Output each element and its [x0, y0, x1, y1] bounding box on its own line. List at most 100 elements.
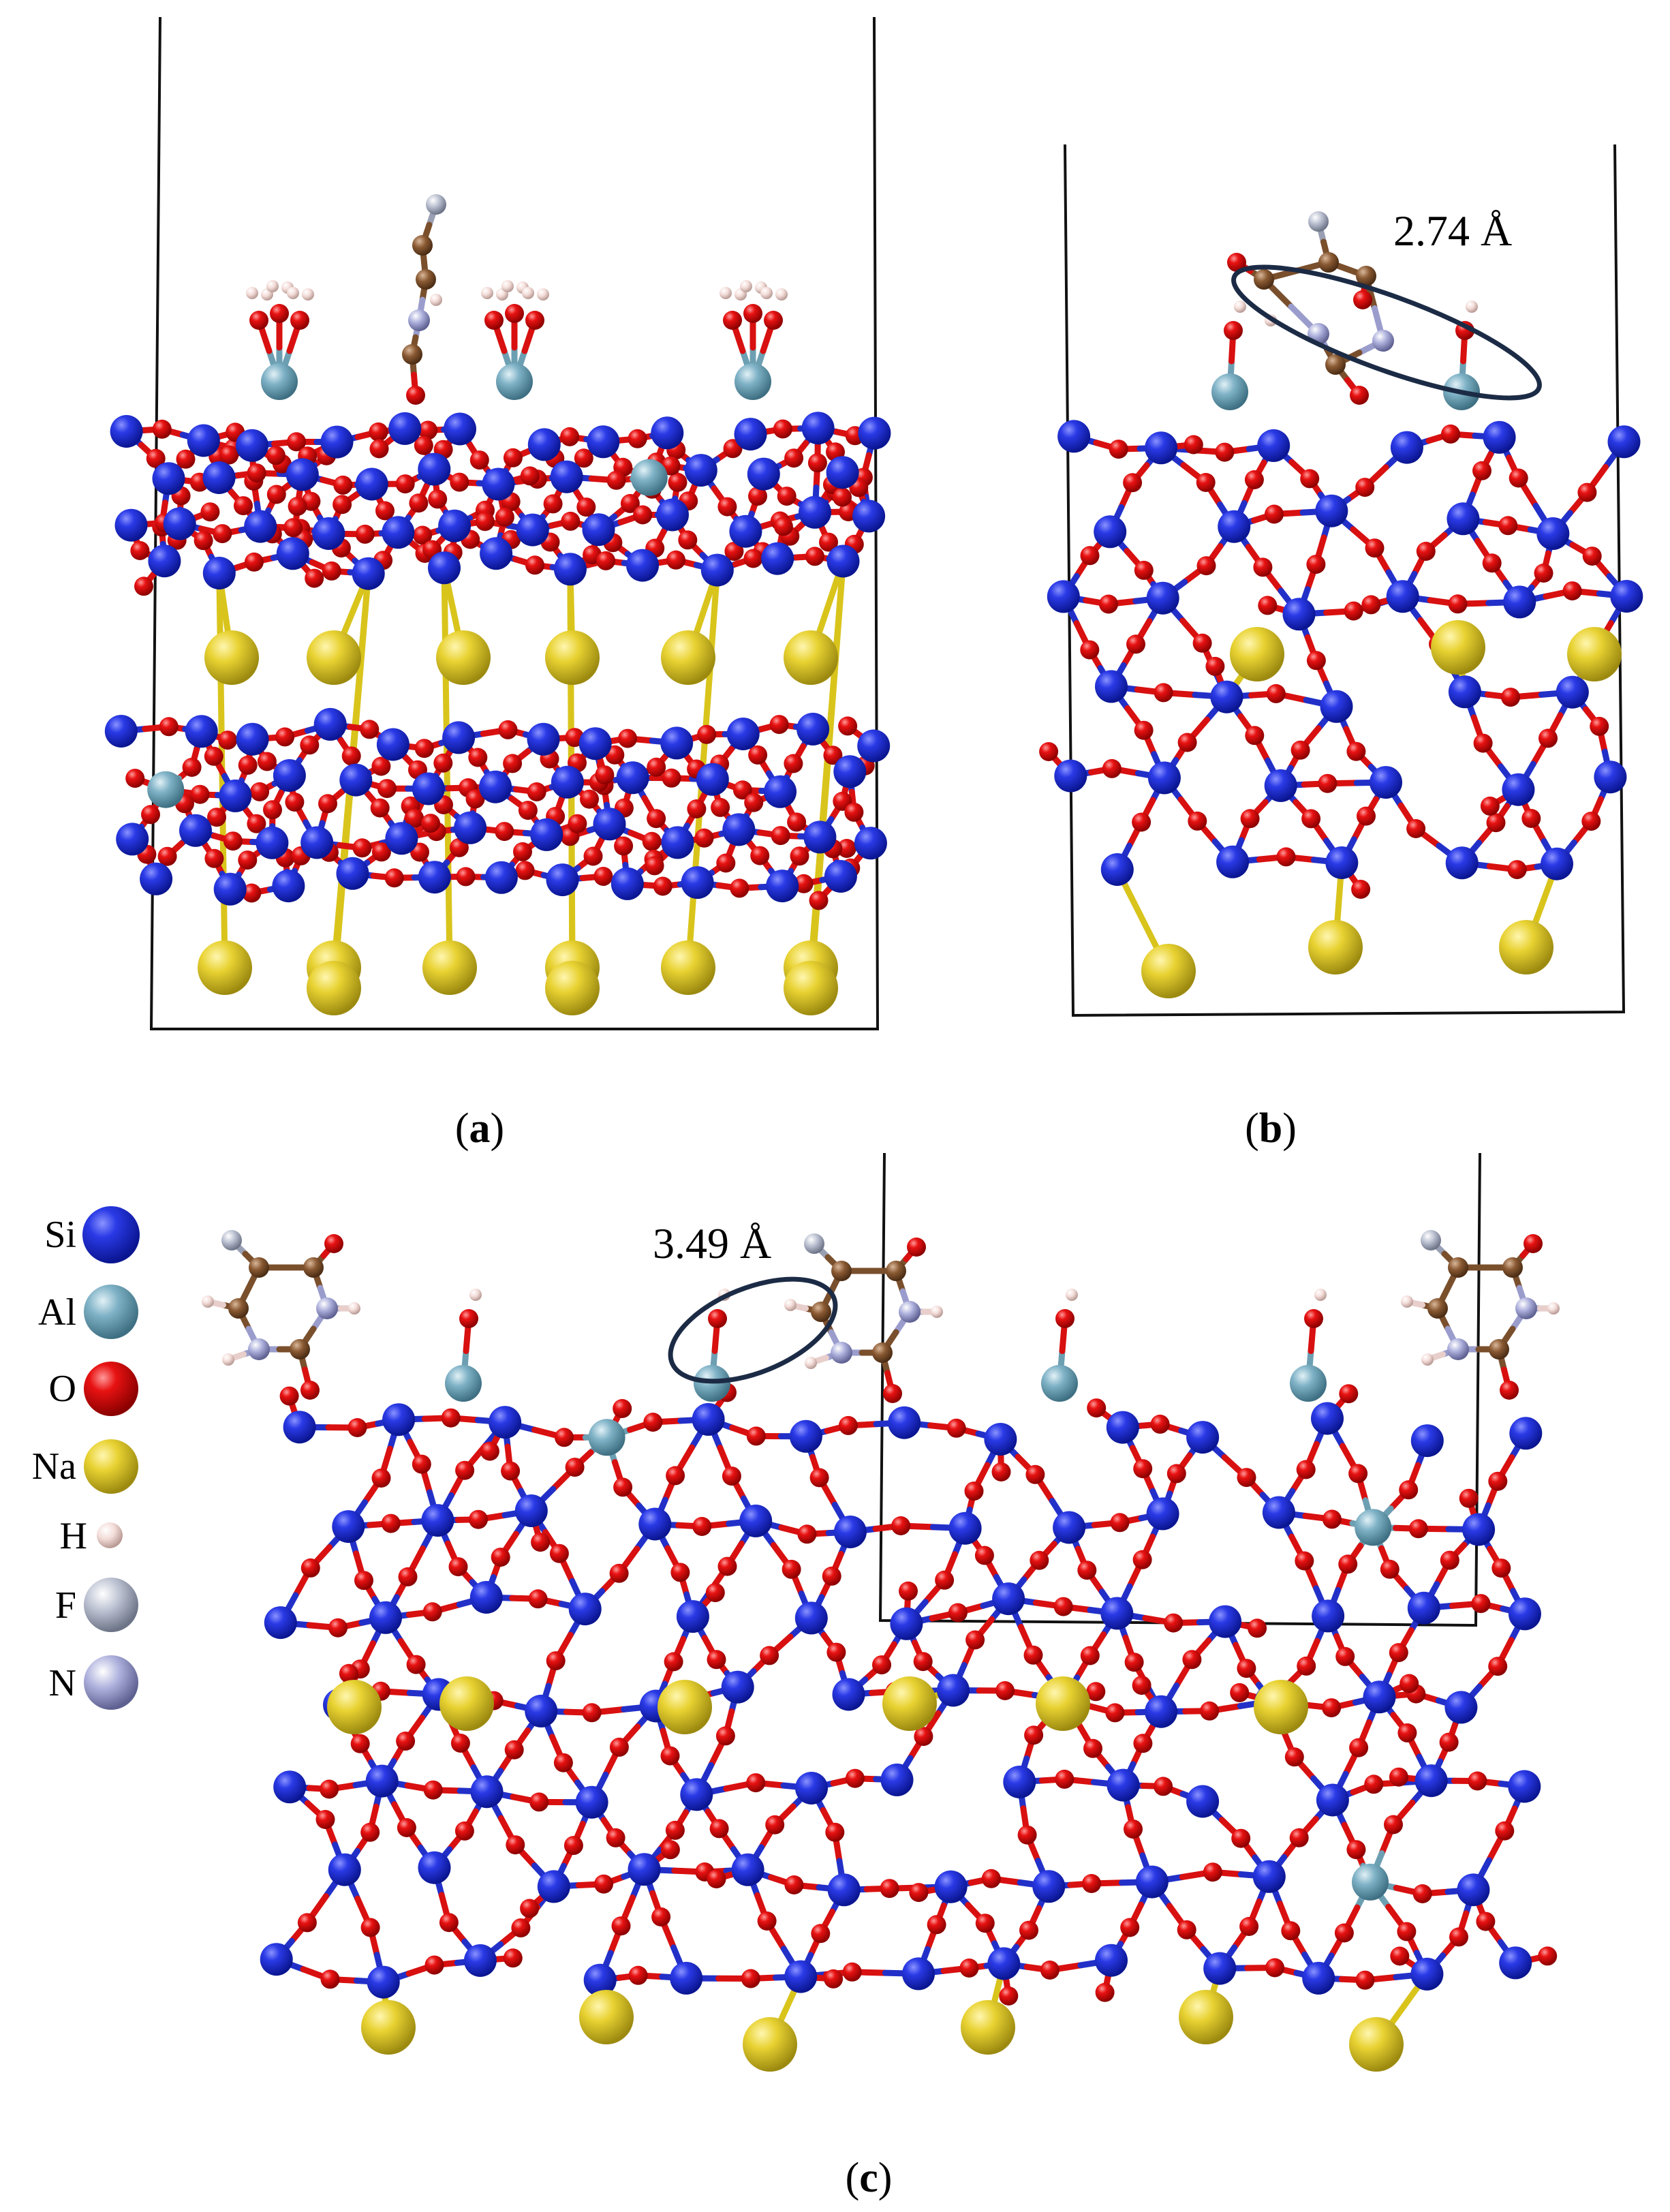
o-atom: [645, 856, 664, 876]
o-atom: [995, 1681, 1015, 1700]
o-atom: [974, 1546, 994, 1565]
h-atom: [784, 1299, 797, 1311]
si-atom: [857, 729, 891, 763]
o-atom: [909, 1883, 929, 1903]
o-atom: [360, 1918, 380, 1937]
h-atom-icon: [97, 1522, 123, 1548]
o-atom: [1110, 1513, 1130, 1533]
legend-label-h: H: [60, 1515, 87, 1557]
na-atom: [361, 2000, 416, 2055]
si-atom: [213, 872, 247, 906]
na-atom: [784, 961, 838, 1015]
c-atom: [303, 1257, 324, 1278]
legend-label-na: Na: [32, 1445, 76, 1488]
si-atom: [616, 761, 649, 795]
si-atom: [376, 728, 409, 761]
o-atom: [134, 577, 153, 596]
o-atom: [219, 445, 239, 465]
o-atom: [891, 1516, 911, 1535]
si-atom: [587, 425, 620, 459]
o-atom: [805, 547, 824, 566]
si-atom: [661, 826, 694, 859]
n-atom: [899, 1301, 921, 1323]
si-atom: [992, 1582, 1025, 1616]
si-atom: [656, 498, 689, 532]
legend: Si Al O Na H F N: [32, 1206, 140, 1710]
o-atom: [565, 1458, 585, 1477]
o-atom: [238, 850, 258, 870]
si-atom: [276, 537, 309, 570]
si-atom: [1135, 1865, 1169, 1899]
si-atom: [1390, 431, 1423, 464]
o-atom: [628, 429, 647, 448]
o-atom: [732, 780, 752, 800]
si-atom: [799, 495, 831, 529]
o-atom: [1412, 1884, 1432, 1903]
o-atom: [300, 1558, 320, 1578]
o-atom: [1577, 482, 1597, 502]
c-atom: [1318, 252, 1339, 273]
o-atom: [324, 1234, 343, 1253]
f-atom: [221, 1230, 242, 1250]
o-atom: [207, 808, 226, 827]
o-atom: [1276, 847, 1296, 867]
o-atom: [1024, 1725, 1044, 1745]
o-atom: [465, 789, 485, 809]
o-atom: [322, 561, 341, 581]
o-atom: [692, 1517, 712, 1536]
o-atom: [697, 724, 717, 744]
o-atom: [469, 450, 489, 470]
panel-a-atoms: [104, 194, 891, 1015]
si-atom: [140, 862, 173, 895]
o-atom: [290, 311, 309, 330]
o-atom: [1227, 253, 1246, 272]
si-atom: [1457, 1873, 1490, 1907]
o-atom: [266, 446, 285, 465]
si-atom-icon: [82, 1206, 140, 1263]
n-atom: [408, 309, 430, 331]
o-atom: [300, 1381, 320, 1400]
c-atom: [1427, 1298, 1448, 1319]
si-atom: [1147, 761, 1181, 795]
si-atom: [1203, 1952, 1237, 1985]
o-atom: [1468, 1771, 1487, 1791]
o-atom: [250, 782, 270, 801]
o-atom: [838, 1415, 858, 1435]
o-atom: [935, 1570, 955, 1590]
o-atom: [1023, 1645, 1043, 1665]
distance-ellipse-c: [668, 1276, 838, 1384]
o-atom: [1408, 1519, 1428, 1539]
o-atom: [381, 1514, 401, 1533]
o-atom: [354, 1571, 373, 1591]
o-atom: [914, 1727, 933, 1747]
na-atom: [1254, 1680, 1308, 1734]
o-atom: [1449, 1927, 1468, 1947]
o-atom: [787, 812, 807, 832]
o-atom: [1200, 1701, 1220, 1721]
o-atom: [1253, 557, 1273, 577]
o-atom: [549, 1543, 569, 1563]
o-atom: [377, 779, 397, 799]
o-atom: [1080, 640, 1100, 660]
si-atom: [104, 715, 138, 748]
o-atom: [1500, 1381, 1519, 1400]
o-atom: [1184, 435, 1203, 455]
o-atom: [1357, 806, 1376, 826]
o-atom: [790, 846, 809, 866]
o-atom: [398, 1567, 418, 1586]
o-atom: [371, 756, 391, 776]
c-atom: [402, 344, 422, 365]
o-atom: [525, 311, 544, 330]
legend-label-al: Al: [38, 1291, 76, 1334]
na-atom: [1567, 627, 1622, 681]
o-atom: [705, 1583, 725, 1603]
o-atom: [899, 1581, 918, 1601]
o-atom: [1501, 688, 1520, 707]
si-atom: [638, 1507, 672, 1541]
o-atom: [1237, 1659, 1256, 1678]
si-atom: [1610, 580, 1643, 613]
h-atom: [202, 1295, 214, 1308]
h-atom: [1234, 301, 1246, 313]
o-atom: [397, 1818, 416, 1837]
c-atom: [872, 1342, 893, 1363]
